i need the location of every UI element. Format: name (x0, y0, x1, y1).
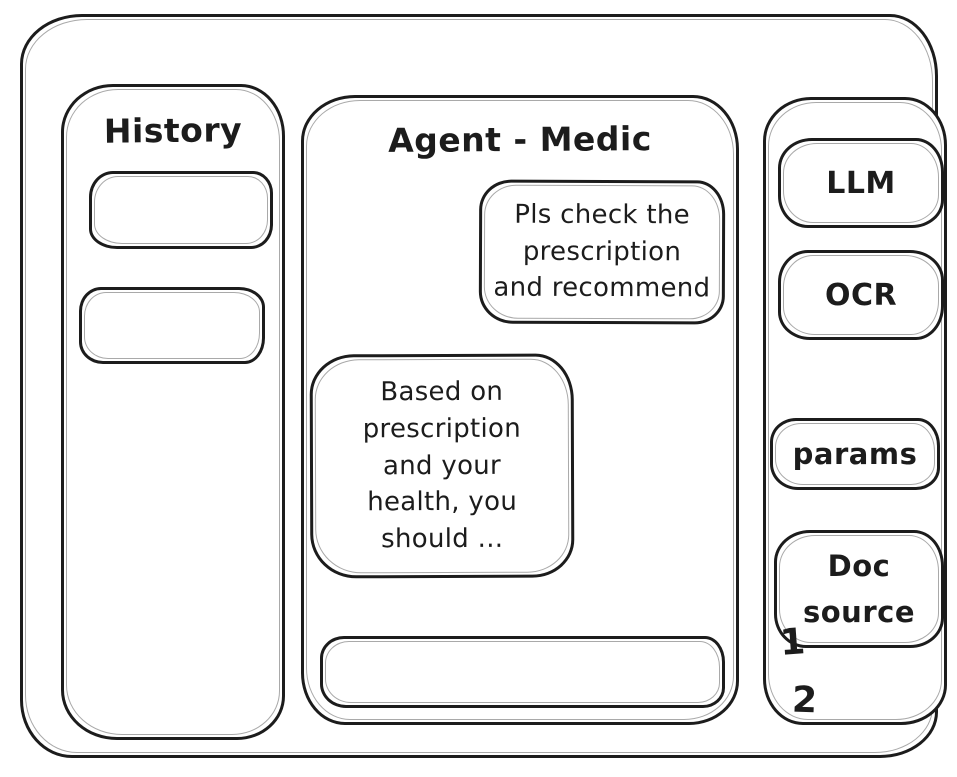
ocr-button[interactable]: OCR (778, 250, 944, 340)
user-message-text: Pls check the prescription and recommend (493, 199, 711, 304)
chat-input-bar (320, 636, 725, 708)
chat-panel: Agent - Medic Pls check the prescription… (301, 95, 739, 725)
history-panel: History (61, 84, 285, 740)
llm-button[interactable]: LLM (778, 138, 944, 228)
ocr-button-label: OCR (824, 277, 898, 313)
history-item[interactable] (79, 287, 265, 364)
assistant-message-text: Based on prescription and your health, y… (362, 376, 522, 555)
doc-source-item-2[interactable]: 2 (791, 679, 818, 722)
user-message-bubble: Pls check the prescription and recommend (478, 179, 726, 325)
doc-source-item-1[interactable]: 1 (778, 621, 807, 664)
doc-source-button-label: Doc source (803, 548, 915, 629)
chat-input[interactable] (337, 643, 712, 701)
app-window: History Agent - Medic Pls check the pres… (20, 14, 947, 758)
tools-panel: LLM OCR params Doc source 1 2 (763, 97, 947, 725)
params-button[interactable]: params (770, 418, 940, 490)
history-title: History (103, 110, 243, 151)
assistant-message-bubble: Based on prescription and your health, y… (309, 353, 575, 579)
llm-button-label: LLM (826, 165, 896, 201)
params-button-label: params (792, 437, 918, 471)
doc-source-button[interactable]: Doc source (774, 530, 944, 648)
chat-title: Agent - Medic (388, 119, 652, 160)
history-item[interactable] (89, 171, 273, 249)
